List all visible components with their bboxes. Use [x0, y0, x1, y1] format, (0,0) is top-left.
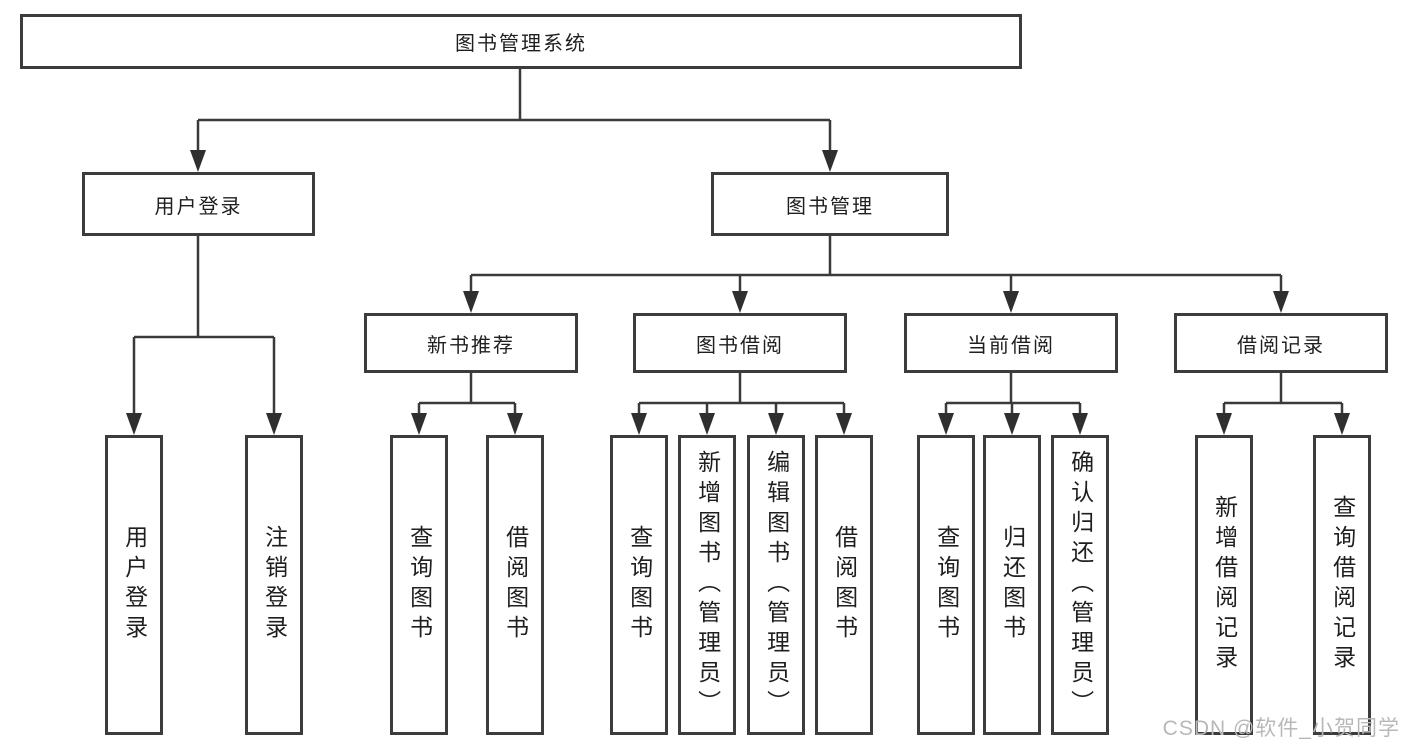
node-current-borrow-label: 当前借阅 — [967, 334, 1055, 357]
csdn-watermark: CSDN @软件_小贺同学 — [1162, 717, 1400, 740]
leaf-user-login-label: 用户登录 — [121, 525, 148, 645]
leaf-current-search-books: 查询图书 — [917, 435, 975, 735]
node-new-book-recommend-label: 新书推荐 — [427, 334, 515, 357]
node-borrow-records: 借阅记录 — [1174, 313, 1388, 373]
leaf-add-borrow-record-label: 新增借阅记录 — [1211, 495, 1238, 675]
node-borrow-records-label: 借阅记录 — [1237, 334, 1325, 357]
leaf-newbook-search-books-label: 查询图书 — [406, 525, 433, 645]
leaf-borrow-borrow-books-label: 借阅图书 — [831, 525, 858, 645]
node-root-system: 图书管理系统 — [20, 14, 1022, 69]
leaf-edit-book-admin: 编辑图书（管理员） — [747, 435, 805, 735]
node-current-borrow: 当前借阅 — [904, 313, 1118, 373]
leaf-return-book: 归还图书 — [983, 435, 1041, 735]
leaf-confirm-return-admin-label: 确认归还（管理员） — [1067, 450, 1094, 720]
node-user-login-label: 用户登录 — [154, 195, 243, 218]
leaf-logout-label: 注销登录 — [261, 525, 288, 645]
node-root-system-label: 图书管理系统 — [455, 33, 587, 55]
leaf-edit-book-admin-label: 编辑图书（管理员） — [763, 450, 790, 720]
node-book-management: 图书管理 — [711, 172, 949, 236]
leaf-logout: 注销登录 — [245, 435, 303, 735]
node-book-borrow-label: 图书借阅 — [696, 334, 784, 357]
leaf-newbook-borrow-books-label: 借阅图书 — [502, 525, 529, 645]
leaf-search-borrow-record: 查询借阅记录 — [1313, 435, 1371, 735]
node-book-borrow: 图书借阅 — [633, 313, 847, 373]
node-book-management-label: 图书管理 — [786, 195, 874, 218]
leaf-confirm-return-admin: 确认归还（管理员） — [1051, 435, 1109, 735]
leaf-newbook-search-books: 查询图书 — [390, 435, 448, 735]
leaf-add-book-admin: 新增图书（管理员） — [678, 435, 736, 735]
node-new-book-recommend: 新书推荐 — [364, 313, 578, 373]
leaf-newbook-borrow-books: 借阅图书 — [486, 435, 544, 735]
leaf-add-borrow-record: 新增借阅记录 — [1195, 435, 1253, 735]
leaf-current-search-books-label: 查询图书 — [933, 525, 960, 645]
leaf-add-book-admin-label: 新增图书（管理员） — [694, 450, 721, 720]
node-user-login: 用户登录 — [82, 172, 315, 236]
leaf-return-book-label: 归还图书 — [999, 525, 1026, 645]
leaf-borrow-search-books: 查询图书 — [610, 435, 668, 735]
leaf-borrow-borrow-books: 借阅图书 — [815, 435, 873, 735]
leaf-borrow-search-books-label: 查询图书 — [626, 525, 653, 645]
leaf-search-borrow-record-label: 查询借阅记录 — [1329, 495, 1356, 675]
leaf-user-login: 用户登录 — [105, 435, 163, 735]
